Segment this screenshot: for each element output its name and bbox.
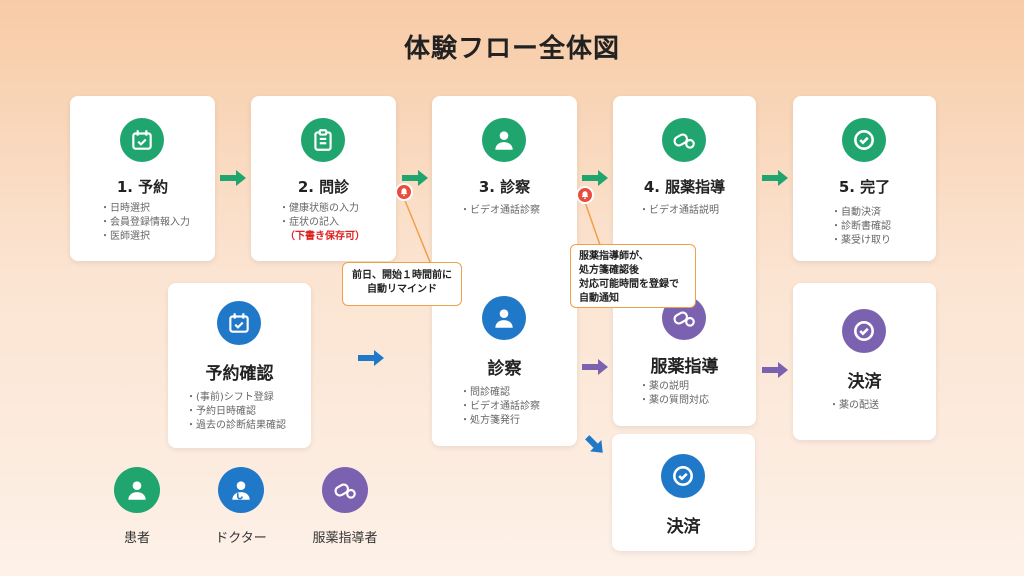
bullet-list: ・薬の配送 (829, 400, 879, 411)
bullet-list: ・問診確認 ・ビデオ通話診察 ・処方箋発行 (460, 387, 540, 426)
draft-note: （下書き保存可） (285, 231, 365, 242)
card-title: 服薬指導 (650, 357, 719, 377)
card-reservation-confirm: 予約確認 ・(事前)シフト登録 ・予約日時確認 ・過去の診断結果確認 (168, 283, 311, 448)
arrow-right-icon (762, 170, 788, 186)
bullet-list: ・自動決済 ・診断書確認 ・薬受け取り (831, 207, 891, 246)
pharmacist-notice-callout: 服薬指導師が、 処方箋確認後 対応可能時間を登録で 自動通知 (570, 244, 696, 308)
arrow-right-icon (582, 359, 608, 375)
card-title: 4. 服薬指導 (643, 178, 726, 196)
arrow-right-icon (358, 350, 384, 366)
arrow-right-icon (582, 170, 608, 186)
bullet-list: ・健康状態の入力 ・症状の記入 （下書き保存可） (279, 203, 365, 242)
bullet-list: ・薬の説明 ・薬の質問対応 (639, 381, 709, 406)
pill-icon (662, 118, 706, 162)
bullet-list: ・ビデオ通話診察 (460, 205, 540, 216)
arrow-right-icon (402, 170, 428, 186)
check-icon (842, 309, 886, 353)
bullet-list: ・日時選択 ・会員登録情報入力 ・医師選択 (100, 203, 190, 242)
calendar-check-icon (120, 118, 164, 162)
card-title: 1. 予約 (116, 178, 169, 196)
bell-icon (395, 183, 413, 201)
card-complete: 5. 完了 ・自動決済 ・診断書確認 ・薬受け取り (793, 96, 936, 261)
legend-patient-label: 患者 (123, 531, 150, 546)
card-title: 2. 問診 (297, 178, 350, 196)
clipboard-icon (301, 118, 345, 162)
arrow-right-icon (220, 170, 246, 186)
pill-icon (322, 467, 368, 513)
card-title: 予約確認 (205, 364, 274, 384)
page-title: 体験フロー全体図 (403, 34, 620, 64)
reminder-callout: 前日、開始１時間前に 自動リマインド (342, 262, 462, 306)
bullet-list: ・(事前)シフト登録 ・予約日時確認 ・過去の診断結果確認 (186, 392, 286, 431)
doctor-icon (482, 118, 526, 162)
legend-doctor-label: ドクター (215, 531, 267, 546)
card-title: 3. 診察 (478, 178, 531, 196)
doctor-icon (218, 467, 264, 513)
card-title: 決済 (847, 372, 882, 392)
card-title: 5. 完了 (838, 178, 891, 196)
doctor-icon (482, 296, 526, 340)
card-reservation: 1. 予約 ・日時選択 ・会員登録情報入力 ・医師選択 (70, 96, 215, 261)
bell-icon (576, 186, 594, 204)
person-icon (114, 467, 160, 513)
card-title: 診察 (487, 359, 522, 379)
legend-pharmacist-label: 服薬指導者 (312, 531, 378, 546)
card-settlement-doctor: 決済 (612, 434, 755, 551)
card-settlement-pharmacist: 決済 ・薬の配送 (793, 283, 936, 440)
card-interview: 2. 問診 ・健康状態の入力 ・症状の記入 （下書き保存可） (251, 96, 396, 261)
bullet-list: ・ビデオ通話説明 (639, 205, 719, 216)
arrow-right-icon (762, 362, 788, 378)
check-icon (661, 454, 705, 498)
check-icon (842, 118, 886, 162)
card-title: 決済 (666, 517, 701, 537)
calendar-check-icon (217, 301, 261, 345)
arrow-diagonal-icon (585, 435, 603, 453)
